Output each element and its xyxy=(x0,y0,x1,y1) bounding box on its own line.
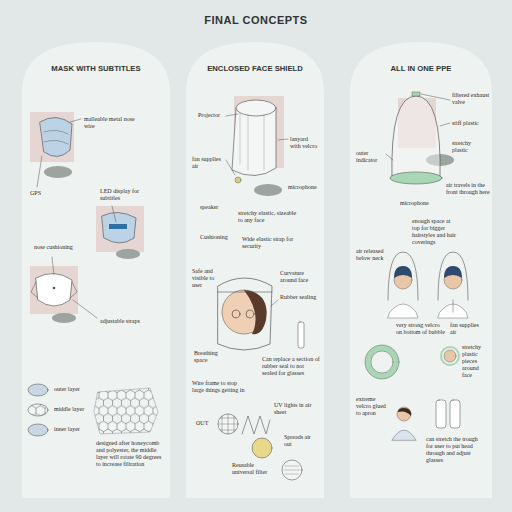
annotation-label: GPS xyxy=(30,190,50,197)
annotation-label: LED display for subtitles xyxy=(100,188,156,202)
annotation-label: stretchy plastic xyxy=(452,140,486,154)
annotation-label: adjustable straps xyxy=(100,318,152,325)
concept-panel: ALL IN ONE PPE xyxy=(350,42,492,498)
annotation-label: Reusable universal filter xyxy=(232,462,270,476)
annotation-label: Can replace a section of rubber seal to … xyxy=(262,356,320,377)
annotation-label: microphone xyxy=(288,184,320,191)
arch-panel-shape xyxy=(350,42,492,498)
annotation-label: stiff plastic xyxy=(452,120,486,127)
annotation-label: Spreads air out xyxy=(284,434,318,448)
annotation-label: outer indicator xyxy=(356,150,386,164)
annotation-label: stretchy elastic, sizeable to any face xyxy=(238,210,298,224)
annotation-label: microphone xyxy=(400,200,434,207)
annotation-label: Curvature around face xyxy=(280,270,320,284)
annotation-label: fan supplies air xyxy=(192,156,226,170)
annotation-label: malleable metal nose wire xyxy=(84,116,140,130)
arch-outline xyxy=(350,42,492,498)
annotation-label: Wide elastic strap for security xyxy=(242,236,304,250)
arch-outline xyxy=(22,42,170,498)
annotation-label: Safe and visible to user xyxy=(192,268,218,289)
annotation-label: inner layer xyxy=(54,426,90,433)
annotation-label: speaker xyxy=(200,204,230,211)
page-title: FINAL CONCEPTS xyxy=(0,14,512,26)
concept-panel: MASK WITH SUBTITLES xyxy=(22,42,170,498)
annotation-label: UV lights in air sheet xyxy=(274,402,318,416)
annotation-label: Rubber sealing xyxy=(280,294,320,301)
annotation-label: lanyard with velcro xyxy=(290,136,320,150)
panel-heading: MASK WITH SUBTITLES xyxy=(22,64,170,73)
annotation-label: stretchy plastic pieces around face xyxy=(462,344,490,378)
annotation-label: can stretch the trough for user to put h… xyxy=(426,436,486,464)
annotation-label: Breathing space xyxy=(194,350,226,364)
annotation-label: fan supplies air xyxy=(450,322,486,336)
annotation-label: nose cushioning xyxy=(34,244,74,251)
annotation-label: air travels in the front through here xyxy=(446,182,490,196)
annotation-label: outer layer xyxy=(54,386,90,393)
annotation-label: extreme velcro glued to apron xyxy=(356,396,388,417)
annotation-label: Projector xyxy=(198,112,230,119)
annotation-label: Cushioning xyxy=(200,234,236,241)
annotation-label: OUT xyxy=(196,420,214,427)
annotation-label: middle layer xyxy=(54,406,92,413)
panel-heading: ENCLOSED FACE SHIELD xyxy=(186,64,324,73)
arch-panel-shape xyxy=(22,42,170,498)
annotation-label: enough space at top for bigger hairstyle… xyxy=(412,218,456,246)
panel-heading: ALL IN ONE PPE xyxy=(350,64,492,73)
arch-outline xyxy=(186,42,324,498)
annotation-label: very strong velcro on bottom of bubble xyxy=(396,322,446,336)
annotation-label: Wire frame to stop large things getting … xyxy=(192,380,246,394)
annotation-label: designed after honeycomb and polyester, … xyxy=(96,440,164,468)
annotation-label: filtered exhaust valve xyxy=(452,92,490,106)
annotation-label: air released below neck xyxy=(356,248,388,262)
